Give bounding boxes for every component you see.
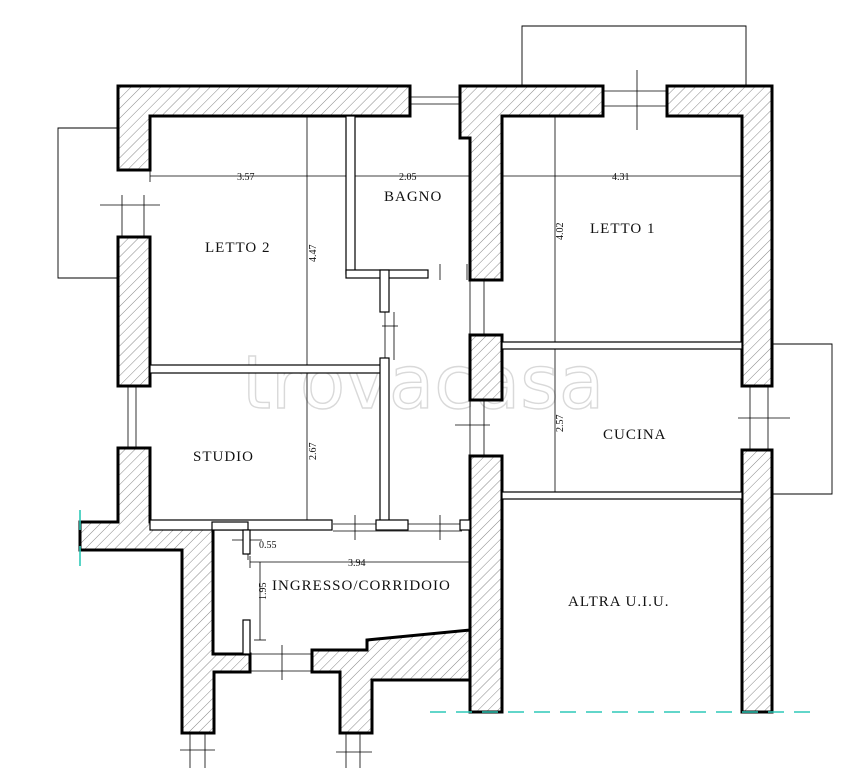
dim-letto1-depth: 4.02 — [555, 223, 566, 241]
dim-letto2-width: 3.57 — [237, 172, 255, 183]
room-label-letto1: LETTO 1 — [590, 221, 655, 237]
room-label-studio: STUDIO — [193, 449, 254, 465]
room-label-altra: ALTRA U.I.U. — [568, 594, 669, 610]
dim-letto2-depth: 4.47 — [308, 245, 319, 263]
property-boundary — [79, 510, 820, 713]
dim-cucina-depth: 2.57 — [555, 415, 566, 433]
external-walls — [78, 84, 774, 735]
dim-studio-depth: 2.67 — [308, 443, 319, 461]
balconies — [57, 25, 833, 495]
room-label-bagno: BAGNO — [384, 189, 442, 205]
dim-ingresso-width: 3.94 — [348, 558, 366, 569]
dim-ingresso-depth: 1.95 — [258, 583, 269, 601]
dim-ingresso-step: 0.55 — [259, 540, 277, 551]
room-label-cucina: CUCINA — [603, 427, 667, 443]
room-label-letto2: LETTO 2 — [205, 240, 270, 256]
room-label-ingresso: INGRESSO/CORRIDOIO — [272, 578, 451, 594]
dim-letto1-width: 4.31 — [612, 172, 630, 183]
partitions — [149, 115, 743, 655]
dim-bagno-width: 2.05 — [399, 172, 417, 183]
watermark: trovacasa — [242, 340, 604, 426]
dimension-lines — [149, 115, 743, 641]
